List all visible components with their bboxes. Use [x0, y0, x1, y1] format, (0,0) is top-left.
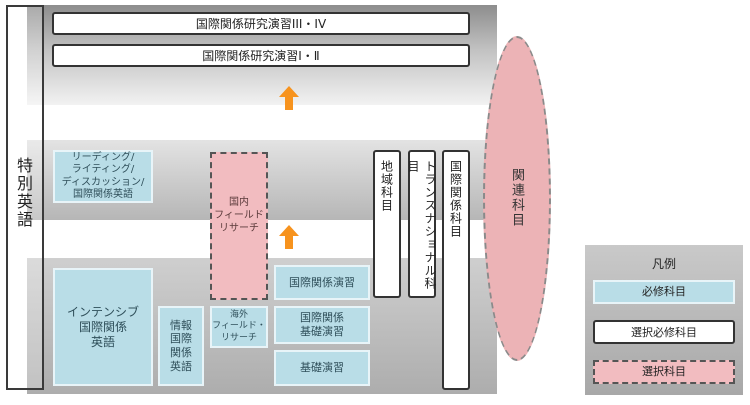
basic-seminar-label: 基礎演習: [300, 361, 344, 375]
related-subjects-label: 関連科目: [509, 168, 524, 228]
related-subjects-ellipse: 関連科目: [483, 36, 551, 361]
legend-required-swatch: 必修科目: [593, 280, 735, 304]
domestic-fieldwork-box: 国内 フィールド リサーチ: [210, 152, 268, 300]
basic-seminar-box: 基礎演習: [274, 350, 370, 386]
overseas-fieldwork-label: 海外 フィールド・ リサーチ: [212, 310, 266, 343]
legend-required-label: 必修科目: [642, 285, 686, 299]
legend-title: 凡例: [651, 257, 676, 271]
legend-elective-required-label: 選択必修科目: [631, 326, 697, 339]
ir-subjects-box: 国際関係科目: [442, 150, 470, 390]
ir-basic-seminar-box: 国際関係 基礎演習: [274, 306, 370, 344]
overseas-fieldwork-box: 海外 フィールド・ リサーチ: [210, 306, 268, 348]
transnational-subjects-label: トランスナショナル科目: [406, 160, 437, 290]
legend-elective-swatch: 選択科目: [593, 360, 735, 384]
ir-subjects-label: 国際関係科目: [448, 160, 463, 238]
special-english-box: 特別英語: [6, 5, 44, 390]
regional-subjects-box: 地域科目: [373, 150, 401, 298]
legend-elective-required-swatch: 選択必修科目: [593, 320, 735, 344]
reading-writing-box: リーディング/ ライティング/ ディスカッション/ 国際関係英語: [53, 150, 153, 203]
info-ir-english-label: 情報 国際 関係 英語: [170, 318, 192, 373]
seminar-basic-box: 国際関係研究演習Ⅰ・Ⅱ: [52, 44, 470, 67]
seminar-advanced-label: 国際関係研究演習III・IV: [195, 17, 327, 31]
info-ir-english-box: 情報 国際 関係 英語: [158, 306, 204, 386]
ir-basic-seminar-label: 国際関係 基礎演習: [300, 311, 344, 338]
regional-subjects-label: 地域科目: [379, 160, 394, 212]
legend-elective-label: 選択科目: [642, 364, 686, 378]
seminar-basic-label: 国際関係研究演習Ⅰ・Ⅱ: [202, 49, 320, 63]
intensive-english-box: インテンシブ 国際関係 英語: [53, 268, 153, 386]
reading-writing-label: リーディング/ ライティング/ ディスカッション/ 国際関係英語: [61, 151, 145, 201]
transnational-subjects-box: トランスナショナル科目: [406, 150, 437, 298]
ir-seminar-box: 国際関係演習: [274, 265, 370, 300]
domestic-fieldwork-label: 国内 フィールド リサーチ: [214, 197, 264, 234]
up-arrow-icon: [279, 225, 299, 249]
special-english-label: 特別英語: [14, 157, 33, 229]
ir-seminar-label: 国際関係演習: [289, 275, 355, 289]
up-arrow-icon: [279, 86, 299, 110]
seminar-advanced-box: 国際関係研究演習III・IV: [52, 12, 470, 35]
intensive-english-label: インテンシブ 国際関係 英語: [66, 304, 139, 349]
